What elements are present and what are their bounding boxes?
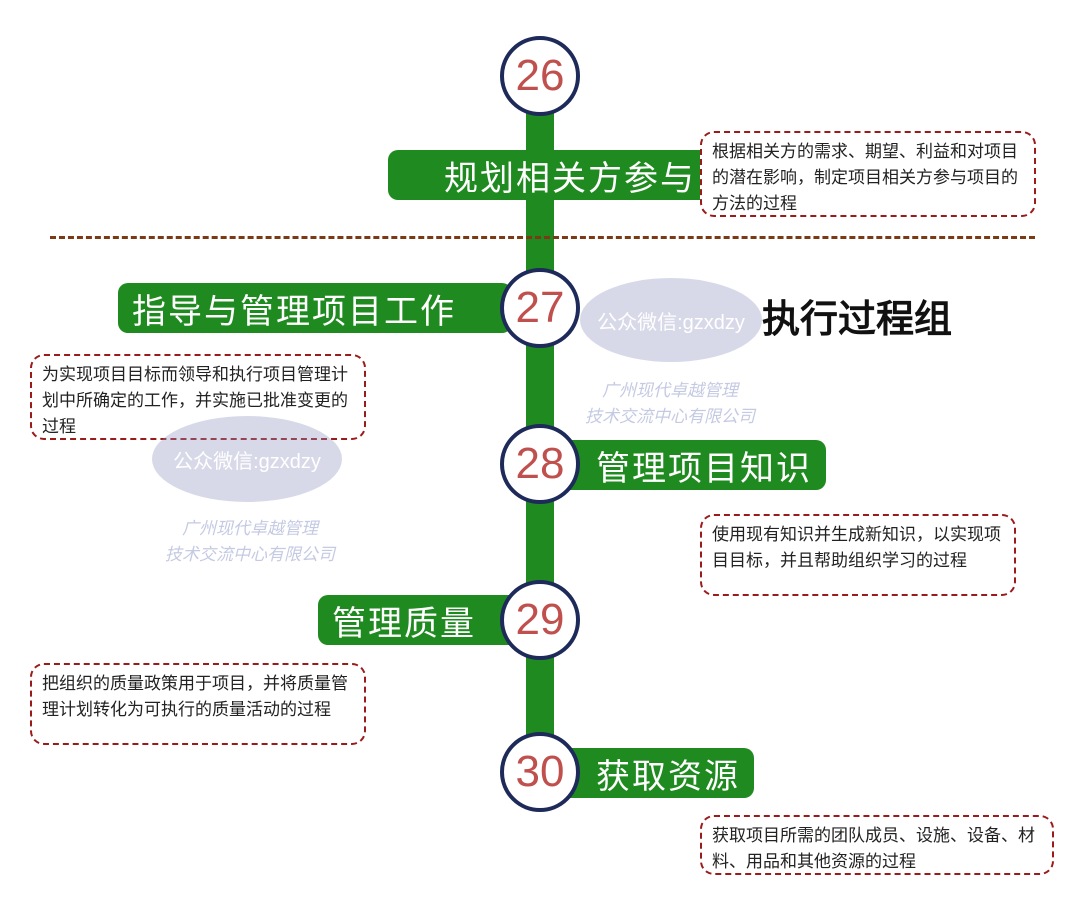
watermark-company-2: 广州现代卓越管理 技术交流中心有限公司 xyxy=(140,516,360,568)
step-27-description: 为实现项目目标而领导和执行项目管理计划中所确定的工作，并实施已批准变更的过程 xyxy=(30,354,366,440)
step-30-description: 获取项目所需的团队成员、设施、设备、材料、用品和其他资源的过程 xyxy=(700,815,1054,875)
watermark-company-2-line2: 技术交流中心有限公司 xyxy=(165,545,335,564)
step-29-description: 把组织的质量政策用于项目，并将质量管理计划转化为可执行的质量活动的过程 xyxy=(30,663,366,745)
phase-divider xyxy=(50,236,1035,239)
step-26-description: 根据相关方的需求、期望、利益和对项目的潜在影响，制定项目相关方参与项目的方法的过… xyxy=(700,131,1036,217)
step-29-node: 29 xyxy=(500,580,580,660)
watermark-company-2-line1: 广州现代卓越管理 xyxy=(182,519,318,538)
step-30-node: 30 xyxy=(500,732,580,812)
group-title: 执行过程组 xyxy=(762,297,953,341)
step-29-label: 管理质量 xyxy=(318,595,532,645)
step-26-label: 规划相关方参与 xyxy=(388,150,710,200)
watermark-wechat: 公众微信:gzxdzy xyxy=(580,278,762,362)
step-28-node: 28 xyxy=(500,424,580,504)
step-27-node: 27 xyxy=(500,268,580,348)
watermark-company-line2: 技术交流中心有限公司 xyxy=(585,407,755,426)
watermark-company: 广州现代卓越管理 技术交流中心有限公司 xyxy=(560,378,780,430)
step-28-label: 管理项目知识 xyxy=(540,440,826,490)
step-26-node: 26 xyxy=(500,36,580,116)
watermark-company-line1: 广州现代卓越管理 xyxy=(602,381,738,400)
step-28-description: 使用现有知识并生成新知识，以实现项目目标，并且帮助组织学习的过程 xyxy=(700,514,1016,596)
watermark-wechat-2: 公众微信:gzxdzy xyxy=(152,416,342,502)
step-27-label: 指导与管理项目工作 xyxy=(118,283,512,333)
